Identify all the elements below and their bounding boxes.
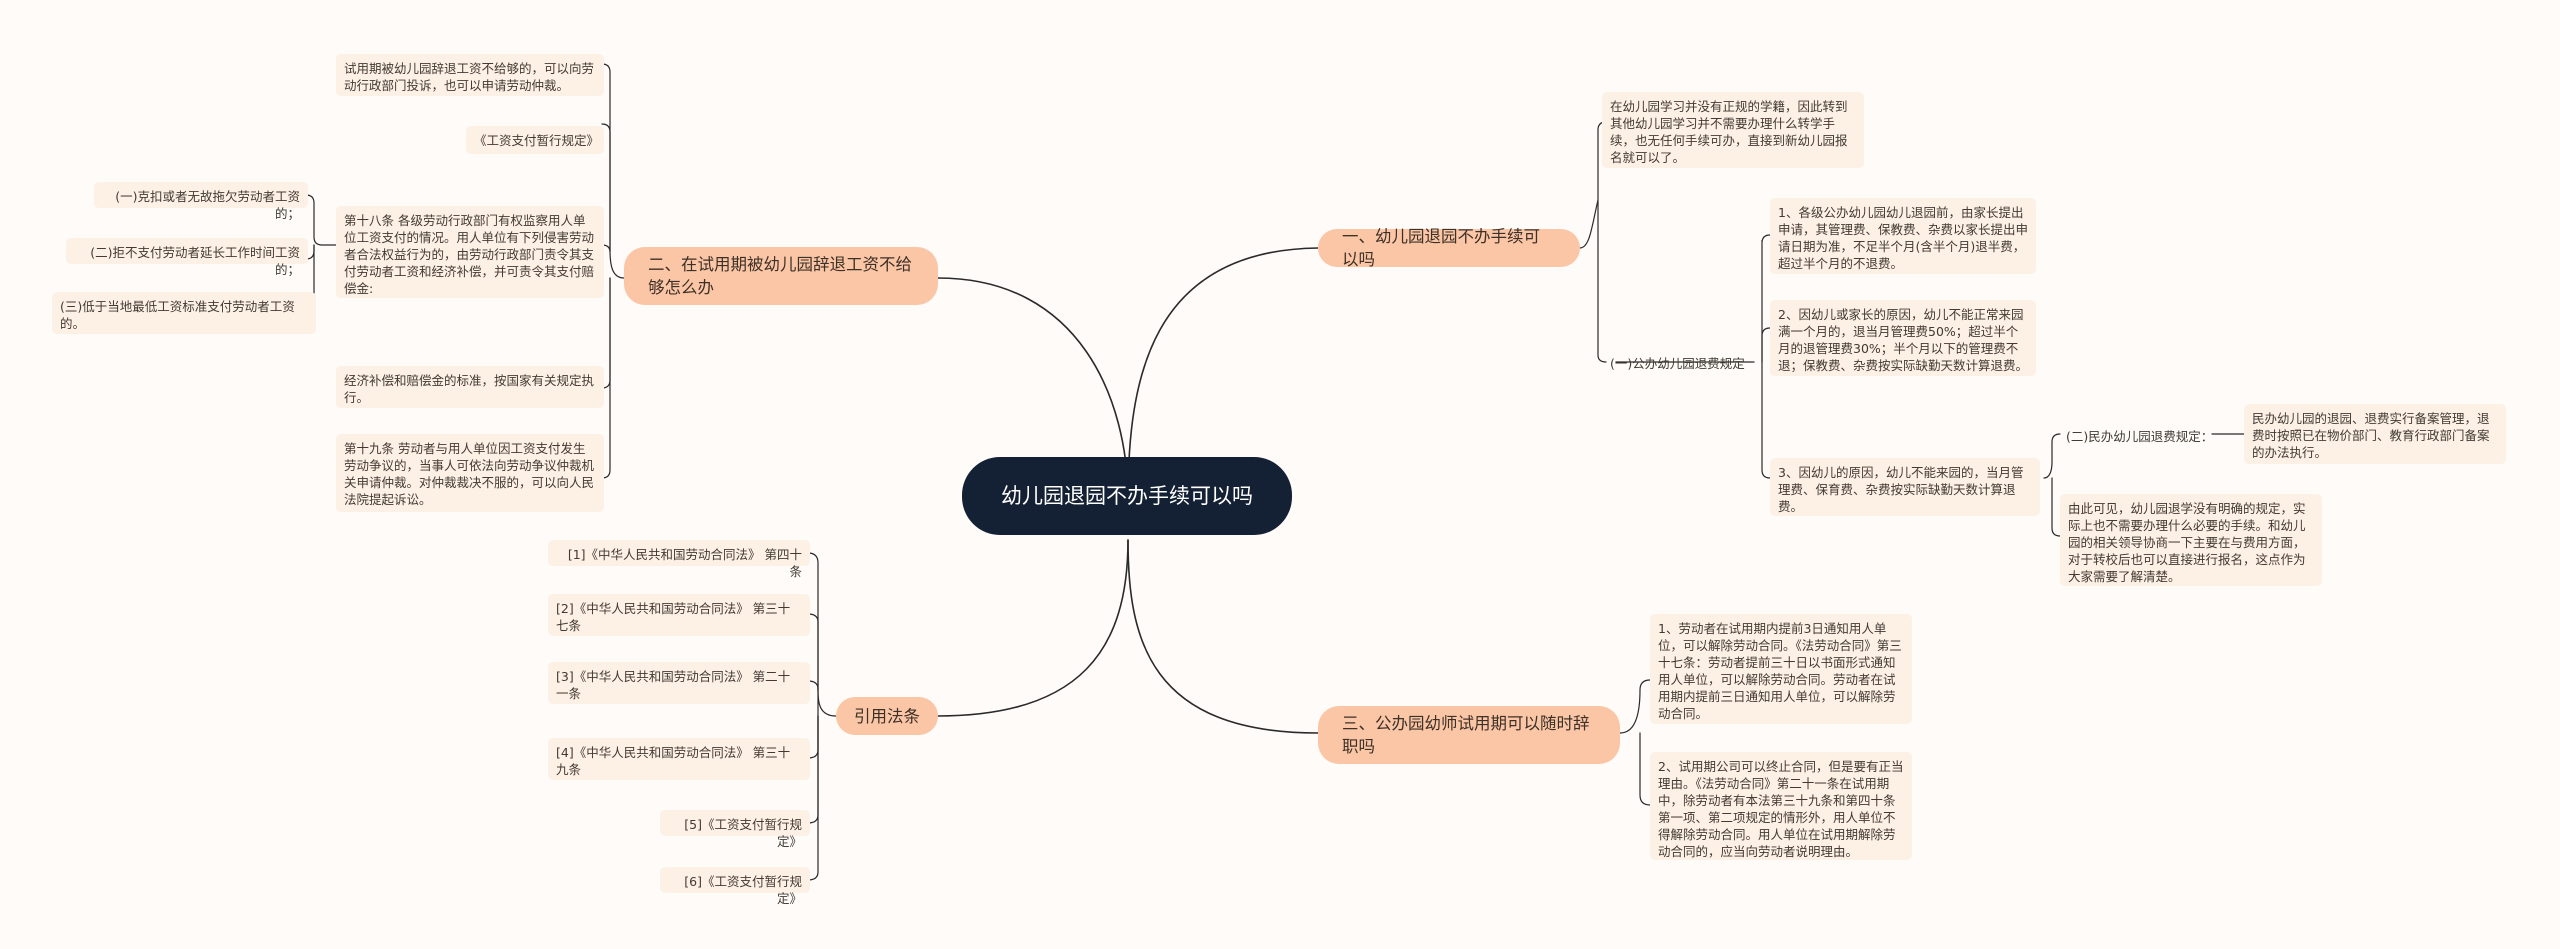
b2-sub-item-3: (三)低于当地最低工资标准支付劳动者工资的。 bbox=[52, 292, 316, 334]
b4-ref-1: [1]《中华人民共和国劳动合同法》 第四十条 bbox=[548, 540, 810, 579]
b1-public-item-1: 1、各级公办幼儿园幼儿退园前，由家长提出申请，其管理费、保教费、杂费以家长提出申… bbox=[1770, 198, 2036, 274]
b2-item-1: 试用期被幼儿园辞退工资不给够的，可以向劳动行政部门投诉，也可以申请劳动仲裁。 bbox=[336, 54, 604, 96]
branch-1-title: 一、幼儿园退园不办手续可以吗 bbox=[1342, 227, 1540, 269]
b2-item-4: 经济补偿和赔偿金的标准，按国家有关规定执行。 bbox=[336, 366, 604, 408]
b4-ref-5: [5]《工资支付暂行规定》 bbox=[660, 810, 810, 849]
branch-4-title: 引用法条 bbox=[854, 706, 920, 726]
b2-item-2: 《工资支付暂行规定》 bbox=[466, 126, 604, 154]
b1-intro-note: 在幼儿园学习并没有正规的学籍，因此转到其他幼儿园学习并不需要办理什么转学手续，也… bbox=[1602, 92, 1864, 168]
b2-sub-item-2: (二)拒不支付劳动者延长工作时间工资的； bbox=[66, 238, 308, 277]
b4-ref-2: [2]《中华人民共和国劳动合同法》 第三十七条 bbox=[548, 594, 810, 636]
b1-public-item-3: 3、因幼儿的原因，幼儿不能来园的，当月管理费、保育费、杂费按实际缺勤天数计算退费… bbox=[1770, 458, 2040, 516]
root-title: 幼儿园退园不办手续可以吗 bbox=[1001, 484, 1253, 508]
branch-1-topic[interactable]: 一、幼儿园退园不办手续可以吗 bbox=[1318, 227, 1580, 269]
b4-ref-6: [6]《工资支付暂行规定》 bbox=[660, 867, 810, 906]
b2-item-3: 第十八条 各级劳动行政部门有权监察用人单位工资支付的情况。用人单位有下列侵害劳动… bbox=[336, 206, 604, 298]
branch-2-topic[interactable]: 二、在试用期被幼儿园辞退工资不给够怎么办 bbox=[624, 247, 938, 305]
root-topic[interactable]: 幼儿园退园不办手续可以吗 bbox=[962, 457, 1292, 535]
branch-3-title: 三、公办园幼师试用期可以随时辞职吗 bbox=[1342, 714, 1590, 756]
b1-private-label[interactable]: (二)民办幼儿园退费规定： bbox=[2066, 429, 2214, 444]
b4-ref-4: [4]《中华人民共和国劳动合同法》 第三十九条 bbox=[548, 738, 810, 780]
b1-summary: 由此可见，幼儿园退学没有明确的规定，实际上也不需要办理什么必要的手续。和幼儿园的… bbox=[2060, 494, 2322, 586]
b4-ref-3: [3]《中华人民共和国劳动合同法》 第二十一条 bbox=[548, 662, 810, 704]
branch-4-topic[interactable]: 引用法条 bbox=[836, 697, 938, 735]
branch-3-topic[interactable]: 三、公办园幼师试用期可以随时辞职吗 bbox=[1318, 706, 1620, 764]
b1-public-label[interactable]: (一)公办幼儿园退费规定 bbox=[1610, 356, 1745, 371]
branch-2-title: 二、在试用期被幼儿园辞退工资不给够怎么办 bbox=[648, 255, 912, 297]
b3-item-1: 1、劳动者在试用期内提前3日通知用人单位，可以解除劳动合同。《法劳动合同》第三十… bbox=[1650, 614, 1912, 724]
b2-sub-item-1: (一)克扣或者无故拖欠劳动者工资的； bbox=[94, 182, 308, 221]
b1-private-item: 民办幼儿园的退园、退费实行备案管理，退费时按照已在物价部门、教育行政部门备案的办… bbox=[2244, 404, 2506, 464]
b2-item-5: 第十九条 劳动者与用人单位因工资支付发生劳动争议的，当事人可依法向劳动争议仲裁机… bbox=[336, 434, 604, 512]
b1-public-item-2: 2、因幼儿或家长的原因，幼儿不能正常来园满一个月的，退当月管理费50%；超过半个… bbox=[1770, 300, 2036, 376]
b3-item-2: 2、试用期公司可以终止合同，但是要有正当理由。《法劳动合同》第二十一条在试用期中… bbox=[1650, 752, 1912, 860]
